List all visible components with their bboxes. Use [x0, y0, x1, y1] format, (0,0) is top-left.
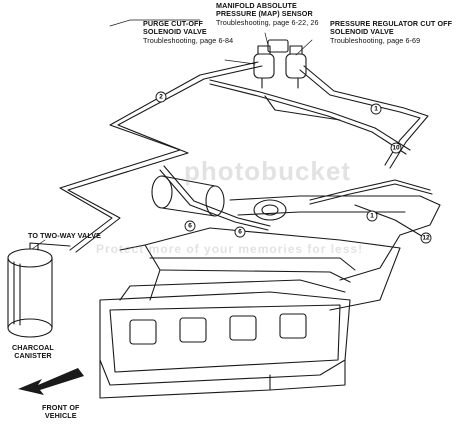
callout-6b: 6 [234, 226, 246, 238]
svg-text:1: 1 [374, 106, 378, 113]
purge-cylinder [151, 175, 225, 217]
watermark-logo: photobucket [184, 156, 351, 186]
intake-manifold [119, 195, 441, 311]
purge-valve-label: PURGE CUT-OFF SOLENOID VALVE Troubleshoo… [143, 19, 234, 45]
pressure-regulator-label: PRESSURE REGULATOR CUT OFF SOLENOID VALV… [330, 19, 453, 45]
callout-1b: 1 [366, 210, 378, 222]
map-sensor-title: MANIFOLD ABSOLUTE [216, 1, 297, 10]
svg-text:1: 1 [370, 213, 374, 220]
purge-title: PURGE CUT-OFF [143, 19, 203, 28]
pressure-reg-ref: Troubleshooting, page 6-69 [330, 35, 421, 45]
svg-text:12: 12 [422, 235, 430, 242]
charcoal-canister-label: CHARCOAL CANISTER [12, 343, 54, 361]
svg-text:2: 2 [159, 94, 163, 101]
watermark-tagline: Protect more of your memories for less! [96, 242, 364, 256]
callout-2: 2 [155, 91, 167, 103]
callout-markers: 1 1 2 6 6 10 1 [155, 91, 432, 244]
two-way-valve-label: TO TWO-WAY VALVE [28, 231, 102, 240]
purge-ref: Troubleshooting, page 6-84 [143, 35, 234, 45]
purge-title-2: SOLENOID VALVE [143, 27, 207, 37]
vehicle-text: VEHICLE [44, 411, 77, 421]
callout-10: 10 [390, 142, 402, 154]
map-sensor-title-2: PRESSURE (MAP) SENSOR [216, 9, 313, 19]
canister-text: CANISTER [14, 351, 52, 361]
pressure-reg-title: PRESSURE REGULATOR CUT OFF [330, 19, 453, 28]
map-sensor-ref: Troubleshooting, page 6-22, 26 [216, 17, 319, 27]
front-of-text: FRONT OF [42, 403, 80, 412]
engine-block [99, 279, 351, 399]
front-arrow-icon [18, 368, 84, 395]
svg-text:6: 6 [238, 229, 242, 236]
front-of-vehicle-label: FRONT OF VEHICLE [42, 403, 80, 421]
vacuum-hose-lines [59, 61, 433, 253]
solenoid-valves [253, 39, 307, 89]
callout-6a: 6 [184, 220, 196, 232]
map-sensor-label: MANIFOLD ABSOLUTE PRESSURE (MAP) SENSOR … [216, 1, 319, 27]
leader-lines [31, 19, 313, 250]
svg-text:6: 6 [188, 223, 192, 230]
callout-1a: 1 [370, 103, 382, 115]
charcoal-text: CHARCOAL [12, 343, 54, 352]
svg-text:10: 10 [392, 145, 400, 152]
charcoal-canister [7, 242, 71, 338]
pressure-reg-title-2: SOLENOID VALVE [330, 27, 394, 37]
callout-12: 12 [420, 232, 432, 244]
